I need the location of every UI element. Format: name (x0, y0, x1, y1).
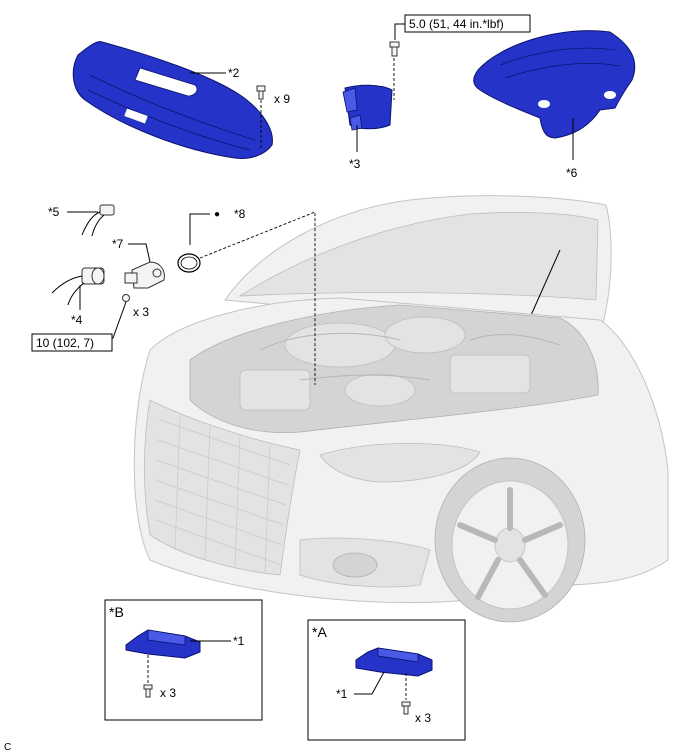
label-part-6: *6 (566, 166, 578, 180)
vehicle-front-illustration (133, 195, 669, 623)
part-5-connector (81, 204, 115, 237)
torque-2: 10 (102, 7) (36, 336, 94, 350)
part-4-connector (51, 267, 105, 306)
bolt-torque-1-icon (389, 41, 400, 57)
view-b-label: *B (109, 604, 124, 620)
grille-pattern (154, 414, 291, 573)
bolt-x9-icon (256, 85, 266, 100)
label-part-7: *7 (112, 237, 124, 251)
torque-1: 5.0 (51, 44 in.*lbf) (409, 17, 504, 31)
torque-box-2 (31, 333, 113, 352)
view-b-part-1: *1 (233, 634, 245, 648)
leader-8 (189, 213, 210, 245)
dash-gasket (199, 211, 316, 385)
label-part-4: *4 (71, 313, 83, 327)
view-a-frame (307, 619, 466, 741)
label-part-2: *2 (228, 66, 240, 80)
view-a-bolt-icon (401, 701, 411, 715)
leader-torque-2 (111, 301, 127, 339)
label-part-8: *8 (234, 207, 246, 221)
quantity-x9: x 9 (274, 92, 290, 106)
view-b-bolt-icon (143, 684, 153, 698)
view-b-ecu-unit (125, 629, 201, 659)
bullet-symbol: ● (214, 209, 220, 220)
view-b-quantity: x 3 (160, 686, 176, 700)
diagram-code: C (4, 742, 11, 753)
view-a-ecu-unit (355, 647, 433, 677)
engine-details (239, 316, 561, 411)
quantity-x3-part-7: x 3 (133, 305, 149, 319)
bolt-part-7-icon (122, 294, 130, 302)
view-a-quantity: x 3 (415, 711, 431, 725)
label-part-5: *5 (48, 205, 60, 219)
view-a-part-1: *1 (336, 687, 348, 701)
front-wheel (434, 457, 586, 623)
part-3-bracket (342, 84, 393, 131)
label-part-3: *3 (349, 157, 361, 171)
part-8-gasket (177, 253, 201, 273)
leader-torque-1 (394, 23, 405, 40)
leader-a1 (354, 671, 385, 695)
part-7-sensor (124, 261, 165, 289)
view-a-label: *A (312, 624, 327, 640)
part-2-cooling-plate (72, 41, 273, 159)
leader-7 (128, 243, 151, 263)
part-6-engine-cover (473, 30, 636, 139)
view-b-frame (104, 599, 263, 721)
